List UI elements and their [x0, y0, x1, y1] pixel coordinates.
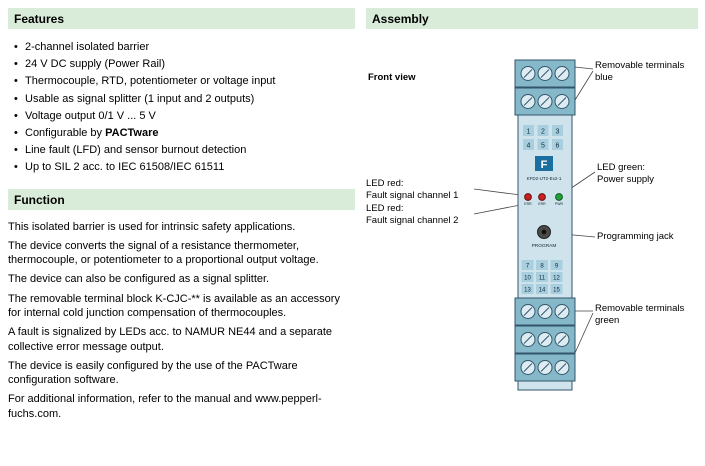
led-captions: ERR ERR PWR [524, 202, 563, 206]
terminal-number: 8 [540, 264, 544, 270]
function-header: Function [8, 188, 355, 210]
label-led-red-2: LED red: Fault signal channel 2 [366, 203, 459, 227]
right-column: Assembly [366, 8, 698, 460]
top-terminal-block-1 [514, 59, 576, 88]
pf-logo-letter: F [541, 159, 548, 171]
programming-jack [537, 225, 551, 239]
label-led-red-1: LED red: Fault signal channel 1 [366, 178, 459, 202]
label-removable-terminals-blue: Removable terminals blue [595, 60, 685, 84]
feature-item: Voltage output 0/1 V ... 5 V [14, 110, 355, 123]
label-programming-jack: Programming jack [597, 231, 674, 242]
callout-line-terminals-green-2 [574, 312, 594, 354]
led-green [555, 193, 563, 201]
terminal-number: 14 [539, 288, 546, 294]
terminal-number: 9 [555, 264, 559, 270]
features-list: 2-channel isolated barrier 24 V DC suppl… [8, 41, 355, 175]
feature-item: Line fault (LFD) and sensor burnout dete… [14, 144, 355, 157]
bottom-terminal-block-1 [514, 297, 576, 326]
terminal-number: 3 [556, 129, 560, 136]
terminal-number: 2 [541, 129, 545, 136]
function-paragraph: For additional information, refer to the… [8, 393, 322, 420]
bottom-terminal-block-3 [514, 353, 576, 382]
callout-lines [473, 66, 596, 354]
feature-item-text: Configurable by [25, 126, 103, 139]
feature-item: 2-channel isolated barrier [14, 41, 355, 54]
feature-item: Configurable by PACTware [14, 126, 355, 140]
bottom-terminal-numbers: 7 8 9 10 11 12 13 14 15 [521, 260, 563, 294]
features-header: Features [8, 8, 355, 29]
pf-logo: F [535, 156, 553, 171]
feature-item: Thermocouple, RTD, potentiometer or volt… [14, 75, 355, 88]
function-paragraph: A fault is signalized by LEDs acc. to NA… [8, 326, 333, 353]
terminal-number: 5 [541, 143, 545, 150]
terminal-number: 11 [539, 276, 546, 282]
front-view-label: Front view [368, 72, 416, 83]
feature-item: 24 V DC supply (Power Rail) [14, 58, 355, 71]
device-model-label: KFD2-UT2-Ex2-1 [527, 176, 562, 181]
led-caption: PWR [555, 202, 564, 206]
terminal-number: 1 [527, 129, 531, 136]
assembly-diagram: 1 2 3 4 5 6 F KFD2-UT2-Ex2-1 ERR [366, 50, 698, 460]
function-paragraph: The device is easily configured by the u… [8, 359, 298, 387]
led-caption: ERR [538, 202, 546, 206]
function-paragraph: This isolated barrier is used for intrin… [8, 220, 296, 233]
terminal-number: 15 [553, 288, 560, 294]
terminal-number: 13 [524, 288, 531, 294]
led-red-2 [538, 193, 546, 201]
callout-line-terminals-blue-1 [574, 66, 594, 70]
terminal-number: 10 [524, 276, 531, 282]
function-paragraph: The removable terminal block K-CJC-** is… [8, 292, 340, 319]
function-text: This isolated barrier is used for intrin… [8, 220, 355, 422]
terminal-screws [520, 66, 570, 81]
device-drawing: 1 2 3 4 5 6 F KFD2-UT2-Ex2-1 ERR [473, 59, 596, 391]
function-paragraph: The device can also be configured as a s… [8, 273, 270, 286]
top-terminal-block-2 [514, 87, 576, 116]
assembly-header: Assembly [366, 8, 698, 29]
label-removable-terminals-green: Removable terminals green [595, 303, 685, 327]
bottom-terminal-block-2 [514, 325, 576, 354]
feature-item: Up to SIL 2 acc. to IEC 61508/IEC 61511 [14, 161, 355, 174]
callout-line-terminals-blue-2 [574, 70, 594, 101]
terminal-screws [520, 94, 570, 109]
feature-item: Usable as signal splitter (1 input and 2… [14, 93, 355, 106]
terminal-number: 12 [553, 276, 560, 282]
pactware-bold: PACTware [105, 126, 159, 139]
led-caption: ERR [524, 202, 532, 206]
left-column: Features 2-channel isolated barrier 24 V… [8, 8, 355, 426]
terminal-number: 6 [556, 143, 560, 150]
label-led-green: LED green: Power supply [597, 162, 655, 186]
led-red-1 [524, 193, 532, 201]
program-label: PROGRAM [532, 243, 557, 249]
function-paragraph: The device converts the signal of a resi… [8, 239, 319, 267]
top-terminal-numbers: 1 2 3 4 5 6 [523, 125, 563, 150]
terminal-number: 4 [527, 143, 531, 150]
terminal-number: 7 [526, 264, 530, 270]
